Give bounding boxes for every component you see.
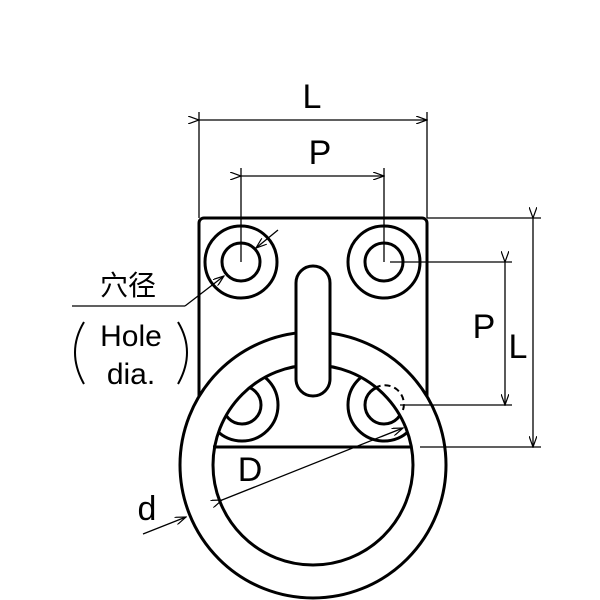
dimension-inner-dia	[222, 428, 403, 500]
ring-staple	[294, 264, 332, 398]
label-hole-dia-en-2: dia.	[107, 358, 155, 391]
dimension-overall-length-top	[199, 112, 427, 218]
label-pitch-top: P	[309, 134, 332, 172]
hole-bottom-left	[214, 367, 280, 443]
label-hole-dia-en-1: Hole	[100, 320, 162, 353]
label-wire-dia: d	[138, 490, 157, 528]
dimension-pitch-top	[241, 168, 384, 262]
label-overall-length-side: L	[509, 328, 528, 366]
label-hole-dia-jp: 穴径	[100, 270, 156, 301]
label-inner-dia: D	[238, 451, 263, 489]
paren-left	[74, 321, 85, 385]
dimension-overall-length-side	[420, 218, 541, 447]
paren-right	[177, 321, 188, 385]
label-overall-length-top: L	[303, 78, 322, 116]
dimension-wire-dia	[142, 517, 186, 535]
hole-dia-leader	[72, 229, 279, 307]
label-pitch-side: P	[473, 308, 496, 346]
dimension-pitch-side	[390, 262, 512, 405]
